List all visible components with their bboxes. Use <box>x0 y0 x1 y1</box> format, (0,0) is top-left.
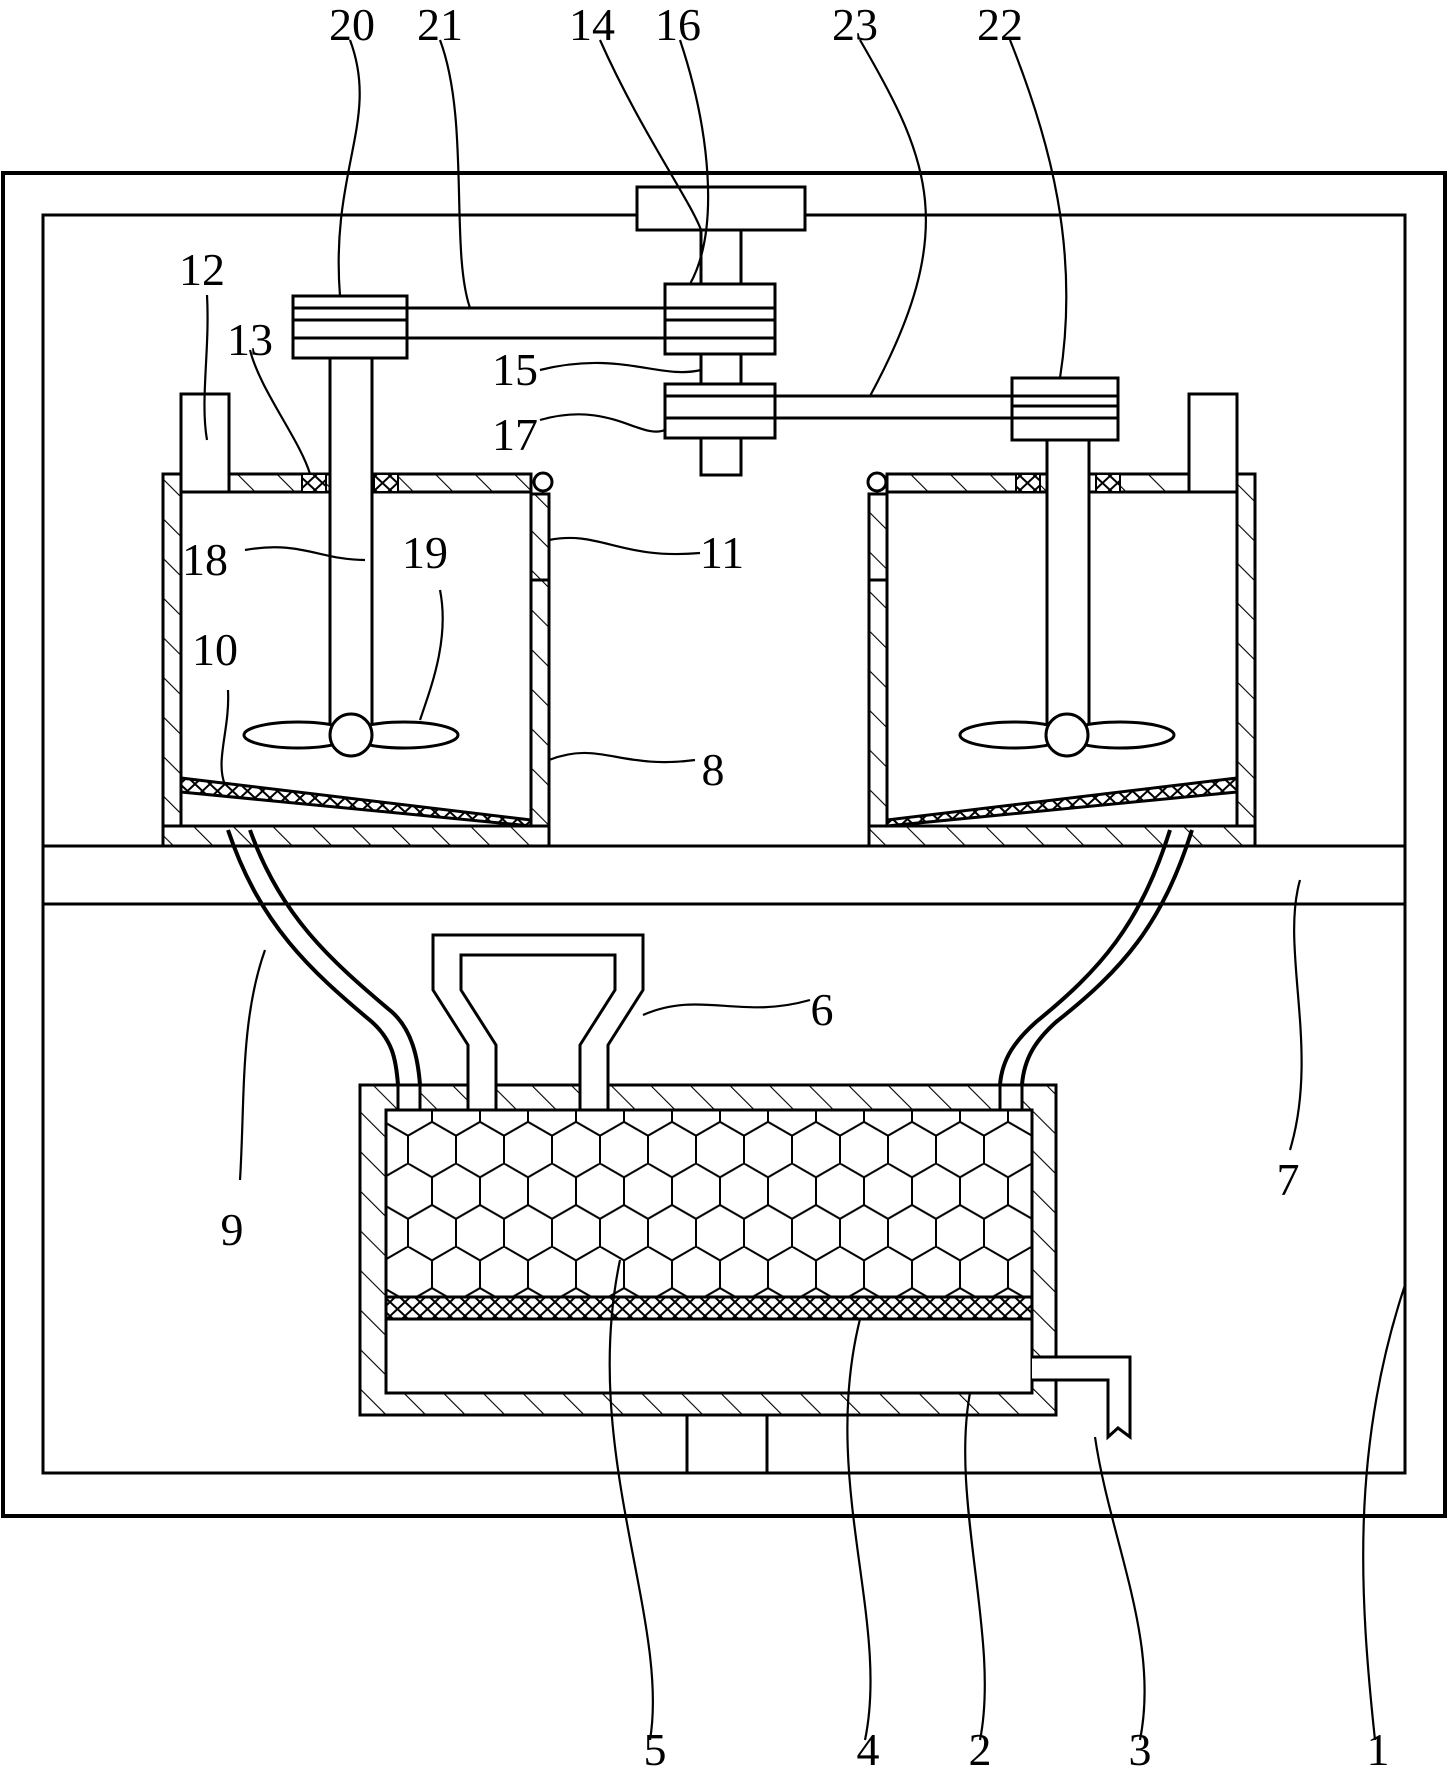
label-15: 15 <box>492 344 538 395</box>
filter-box <box>358 1083 1132 1475</box>
label-21: 21 <box>417 0 463 50</box>
label-2: 2 <box>969 1724 992 1768</box>
label-17: 17 <box>492 409 538 460</box>
label-14: 14 <box>569 0 615 50</box>
label-22: 22 <box>977 0 1023 50</box>
feed-funnel <box>431 933 645 1112</box>
label-18: 18 <box>182 534 228 585</box>
label-9: 9 <box>221 1204 244 1255</box>
label-5: 5 <box>644 1724 667 1768</box>
label-1: 1 <box>1367 1724 1390 1768</box>
label-13: 13 <box>227 314 273 365</box>
label-10: 10 <box>192 624 238 675</box>
reference-numerals: 20 21 14 16 23 22 12 13 15 17 18 19 11 1… <box>179 0 1390 1768</box>
label-20: 20 <box>329 0 375 50</box>
label-6: 6 <box>811 984 834 1035</box>
label-4: 4 <box>857 1724 880 1768</box>
label-11: 11 <box>700 527 744 578</box>
label-7: 7 <box>1277 1154 1300 1205</box>
left-mixing-tank <box>161 355 554 848</box>
label-3: 3 <box>1129 1724 1152 1768</box>
leader-lines <box>203 39 1407 1741</box>
drive-assembly <box>291 185 1120 477</box>
connecting-hoses <box>226 829 1194 1086</box>
label-8: 8 <box>702 744 725 795</box>
label-16: 16 <box>655 0 701 50</box>
right-mixing-tank <box>866 392 1257 848</box>
label-19: 19 <box>402 527 448 578</box>
label-12: 12 <box>179 244 225 295</box>
label-23: 23 <box>832 0 878 50</box>
